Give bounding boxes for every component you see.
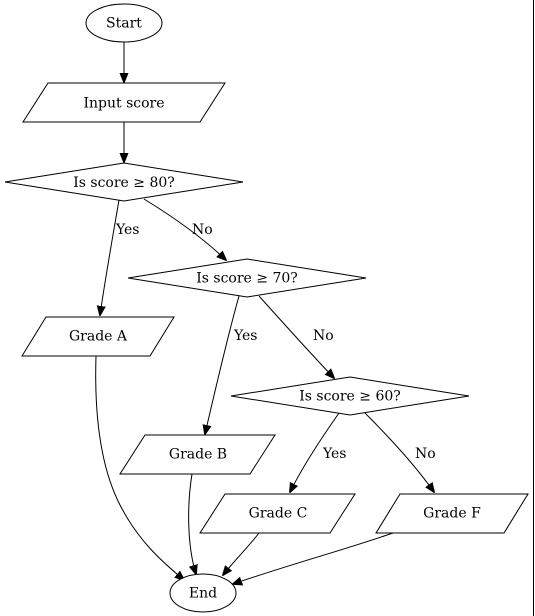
node-decision-60-label: Is score ≥ 60?	[299, 389, 401, 405]
node-grade-b-label: Grade B	[169, 447, 227, 463]
edges	[95, 42, 434, 584]
node-grade-f: Grade F	[375, 493, 529, 534]
edge-label-q80-yes: Yes	[115, 222, 140, 238]
edge-grade-c-end	[223, 532, 260, 575]
node-grade-f-label: Grade F	[423, 506, 481, 522]
edge-q70-q60	[258, 295, 334, 378]
edge-grade-f-end	[233, 532, 394, 584]
edge-q70-grade-b	[205, 295, 240, 434]
node-end-label: End	[189, 586, 217, 602]
edge-q60-grade-f	[363, 411, 434, 492]
node-decision-80-label: Is score ≥ 80?	[73, 175, 175, 191]
edge-label-q80-no: No	[192, 222, 213, 238]
edge-label-q70-no: No	[313, 328, 334, 344]
edge-label-q70-yes: Yes	[233, 328, 258, 344]
edge-grade-b-end	[188, 473, 196, 574]
edge-labels: Yes No Yes No Yes No	[115, 222, 436, 462]
node-grade-b: Grade B	[119, 434, 276, 475]
edge-q60-grade-c	[290, 412, 340, 492]
node-grade-c-label: Grade C	[249, 506, 308, 522]
node-grade-a: Grade A	[21, 316, 175, 357]
edge-q80-grade-a	[100, 199, 120, 315]
node-decision-60: Is score ≥ 60?	[230, 376, 470, 416]
node-input-score: Input score	[22, 82, 226, 123]
edge-label-q60-no: No	[415, 446, 436, 462]
edge-q80-q70	[143, 198, 226, 260]
node-grade-c: Grade C	[199, 493, 356, 534]
node-grade-a-label: Grade A	[69, 329, 128, 345]
node-input-score-label: Input score	[83, 96, 164, 112]
edge-label-q60-yes: Yes	[322, 446, 347, 462]
edge-grade-a-end	[95, 355, 184, 580]
node-start-label: Start	[106, 16, 142, 32]
node-end: End	[169, 573, 237, 613]
node-start: Start	[85, 3, 163, 43]
node-decision-70-label: Is score ≥ 70?	[196, 271, 298, 287]
node-decision-80: Is score ≥ 80?	[4, 162, 244, 202]
node-decision-70: Is score ≥ 70?	[127, 258, 367, 298]
